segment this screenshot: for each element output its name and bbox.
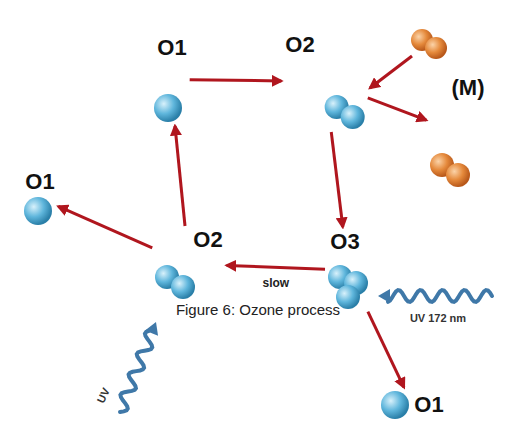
reaction-arrow: [368, 312, 404, 388]
radiation-label: UV 172 nm: [410, 313, 466, 324]
figure-caption: Figure 6: Ozone process: [176, 301, 340, 319]
molecule-node: O2: [155, 229, 223, 299]
species-label: (M): [452, 77, 485, 99]
reaction-arrow: [370, 56, 412, 88]
reaction-arrow: [227, 265, 325, 269]
species-label: O1: [157, 37, 186, 59]
molecule-node: O1: [381, 391, 444, 419]
reaction-arrow: [175, 126, 185, 226]
radiation-label: UV: [96, 386, 112, 404]
reaction-arrow: [331, 132, 343, 227]
molecule-node: O2: [285, 34, 365, 129]
molecule-node: O1: [154, 37, 187, 122]
reaction-arrow: [190, 80, 282, 81]
molecule-node: O1: [24, 171, 55, 225]
molecule-node: O3: [328, 231, 368, 309]
species-label: O2: [285, 34, 314, 56]
species-label: O2: [193, 229, 222, 251]
oxygen-molecule: [411, 29, 447, 59]
edge-label: slow: [260, 277, 291, 290]
molecule-node: (M): [430, 77, 484, 187]
species-label: O1: [25, 171, 54, 193]
reaction-arrow: [58, 206, 152, 247]
species-label: O1: [414, 394, 443, 416]
reaction-arrow: [368, 98, 426, 120]
species-label: O3: [330, 231, 359, 253]
